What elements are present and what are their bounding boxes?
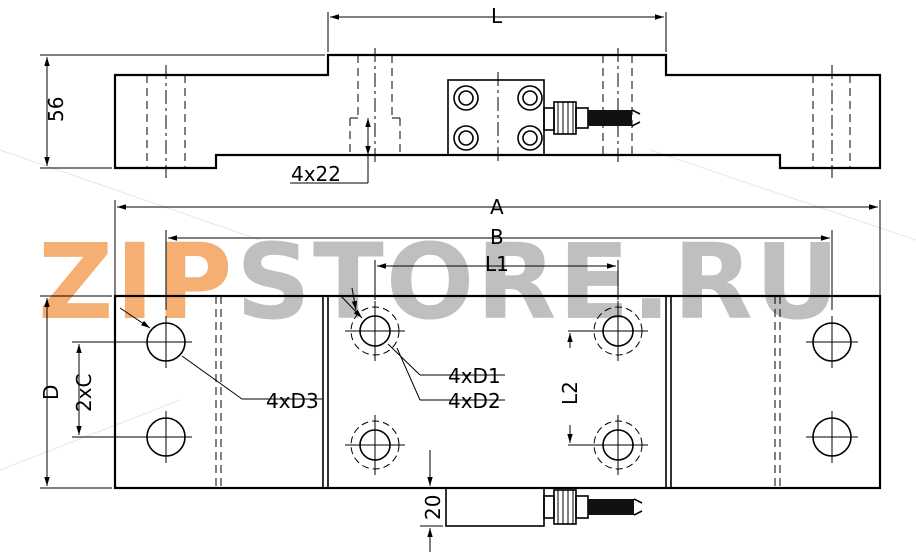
label-A: A <box>490 195 504 219</box>
watermark: ZIP STORE.RU <box>38 221 841 343</box>
label-20: 20 <box>421 495 445 520</box>
label-4xD2: 4xD2 <box>448 389 501 413</box>
label-4xD3: 4xD3 <box>266 389 319 413</box>
hole-d3-bl <box>140 411 192 463</box>
hole-d3-tl <box>140 316 192 368</box>
dim-D: D <box>39 295 112 489</box>
label-L1: L1 <box>485 252 509 276</box>
dim-L1: L1 <box>374 252 619 300</box>
bolt-tl <box>453 85 479 111</box>
bolt-tr <box>517 85 543 111</box>
dim-20: 20 <box>420 450 445 552</box>
label-2xC: 2xC <box>72 373 96 412</box>
label-4xD1: 4xD1 <box>448 364 501 388</box>
hole-d1-bl <box>345 415 405 475</box>
dim-A: A <box>114 195 881 296</box>
label-56: 56 <box>44 97 68 122</box>
hole-d1-tr <box>588 301 648 361</box>
dim-2xC: 2xC <box>72 341 146 438</box>
cable-connector-bottom <box>445 487 643 527</box>
label-L2: L2 <box>558 381 582 405</box>
label-B: B <box>490 225 504 249</box>
hole-d1-br <box>588 415 648 475</box>
bolt-br <box>517 125 543 151</box>
dim-4x22: 4x22 <box>290 118 371 186</box>
watermark-store: STORE.RU <box>236 221 841 343</box>
background-lines <box>0 149 916 471</box>
leader-D3: 4xD3 <box>119 307 322 413</box>
watermark-zip: ZIP <box>38 221 234 343</box>
label-L: L <box>491 4 503 28</box>
leader-D1-D2: 4xD1 4xD2 <box>339 287 505 413</box>
dim-B: B <box>165 225 833 310</box>
hole-d1-tl <box>345 301 405 361</box>
dim-L2: L2 <box>558 330 590 446</box>
bolt-bl <box>453 125 479 151</box>
side-view <box>113 48 882 178</box>
hole-d3-br <box>806 411 858 463</box>
hole-d3-tr <box>806 316 858 368</box>
dim-56: 56 <box>40 54 325 169</box>
plan-view <box>113 294 882 527</box>
cable-connector-top <box>543 101 641 135</box>
label-4x22: 4x22 <box>291 162 341 186</box>
dim-L: L <box>327 4 667 52</box>
label-D: D <box>39 385 63 400</box>
